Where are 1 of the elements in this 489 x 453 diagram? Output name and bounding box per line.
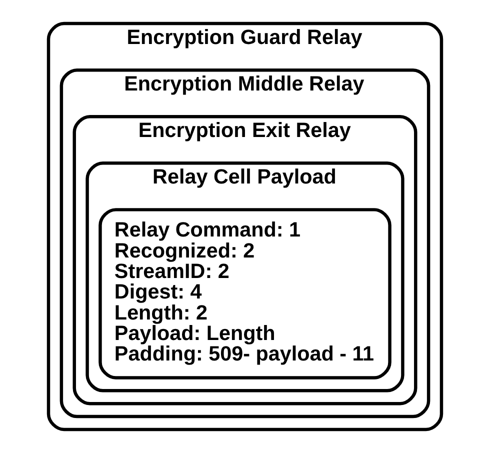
node-box: Relay Command: 1 Recognized: 2 StreamID: 2 Digest: 4 Length: 2 Payload: Length Padding: 509- payload - 11 [98, 208, 391, 380]
